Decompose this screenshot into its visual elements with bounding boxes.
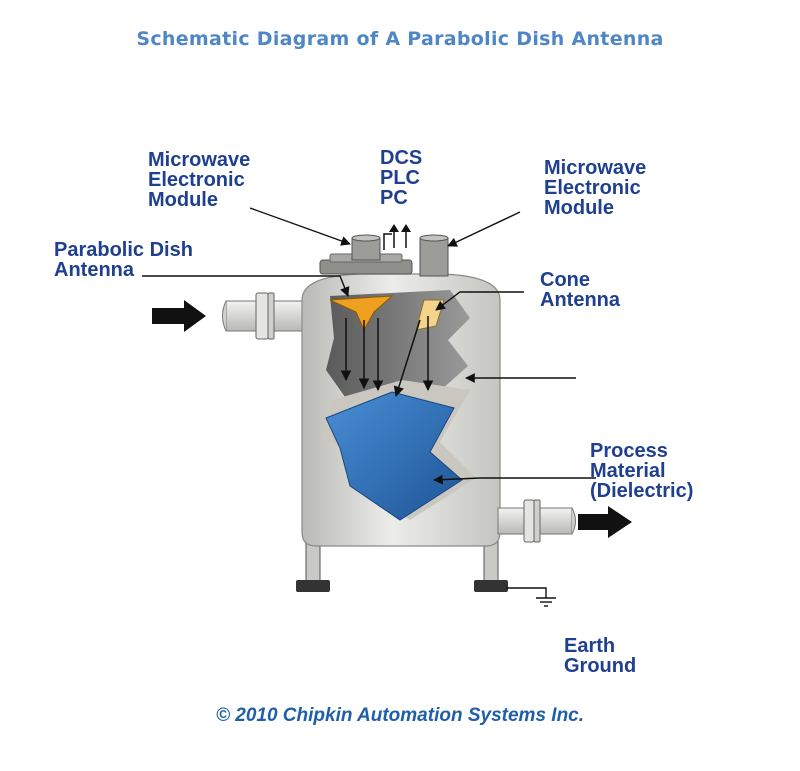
label-control-3: PC	[380, 187, 408, 209]
tank-top-flange	[319, 253, 413, 275]
inlet-pipe	[222, 292, 311, 340]
leader-microwave-left	[249, 207, 351, 246]
microwave-module-right	[419, 234, 449, 277]
label-microwave-left-1: Microwave	[148, 149, 250, 171]
earth-ground-icon	[506, 587, 556, 607]
label-cone-2: Antenna	[540, 289, 621, 311]
diagram-title: Schematic Diagram of A Parabolic Dish An…	[136, 28, 664, 50]
parabolic-dish-icon	[329, 295, 394, 332]
leader-cone	[435, 291, 524, 311]
label-process-2: Material	[590, 460, 666, 482]
outflow-arrow-icon	[578, 506, 632, 538]
process-material-region	[325, 391, 463, 521]
tank-legs	[296, 539, 508, 592]
label-cone-1: Cone	[540, 269, 590, 291]
label-earth-2: Ground	[564, 655, 636, 677]
label-parabolic-1: Parabolic Dish	[54, 239, 193, 261]
label-earth-1: Earth	[564, 635, 615, 657]
label-microwave-right-1: Microwave	[544, 157, 646, 179]
leader-parabolic	[142, 275, 350, 297]
label-microwave-right-3: Module	[544, 197, 614, 219]
beam-arrows	[340, 316, 434, 398]
label-microwave-right-2: Electronic	[544, 177, 641, 199]
leader-process	[433, 474, 596, 485]
label-control-2: PLC	[380, 167, 420, 189]
label-microwave-left-2: Electronic	[148, 169, 245, 191]
label-parabolic-2: Antenna	[54, 259, 135, 281]
inflow-arrow-icon	[152, 300, 206, 332]
label-process-1: Process	[590, 440, 668, 462]
outlet-pipe	[497, 499, 576, 543]
signal-up-arrows-icon	[383, 224, 411, 250]
label-process-3: (Dielectric)	[590, 480, 693, 502]
copyright-notice: © 2010 Chipkin Automation Systems Inc.	[215, 705, 585, 726]
leader-microwave-right	[447, 211, 521, 247]
label-microwave-left-3: Module	[148, 189, 218, 211]
label-control-1: DCS	[380, 147, 422, 169]
microwave-module-left	[351, 234, 381, 261]
